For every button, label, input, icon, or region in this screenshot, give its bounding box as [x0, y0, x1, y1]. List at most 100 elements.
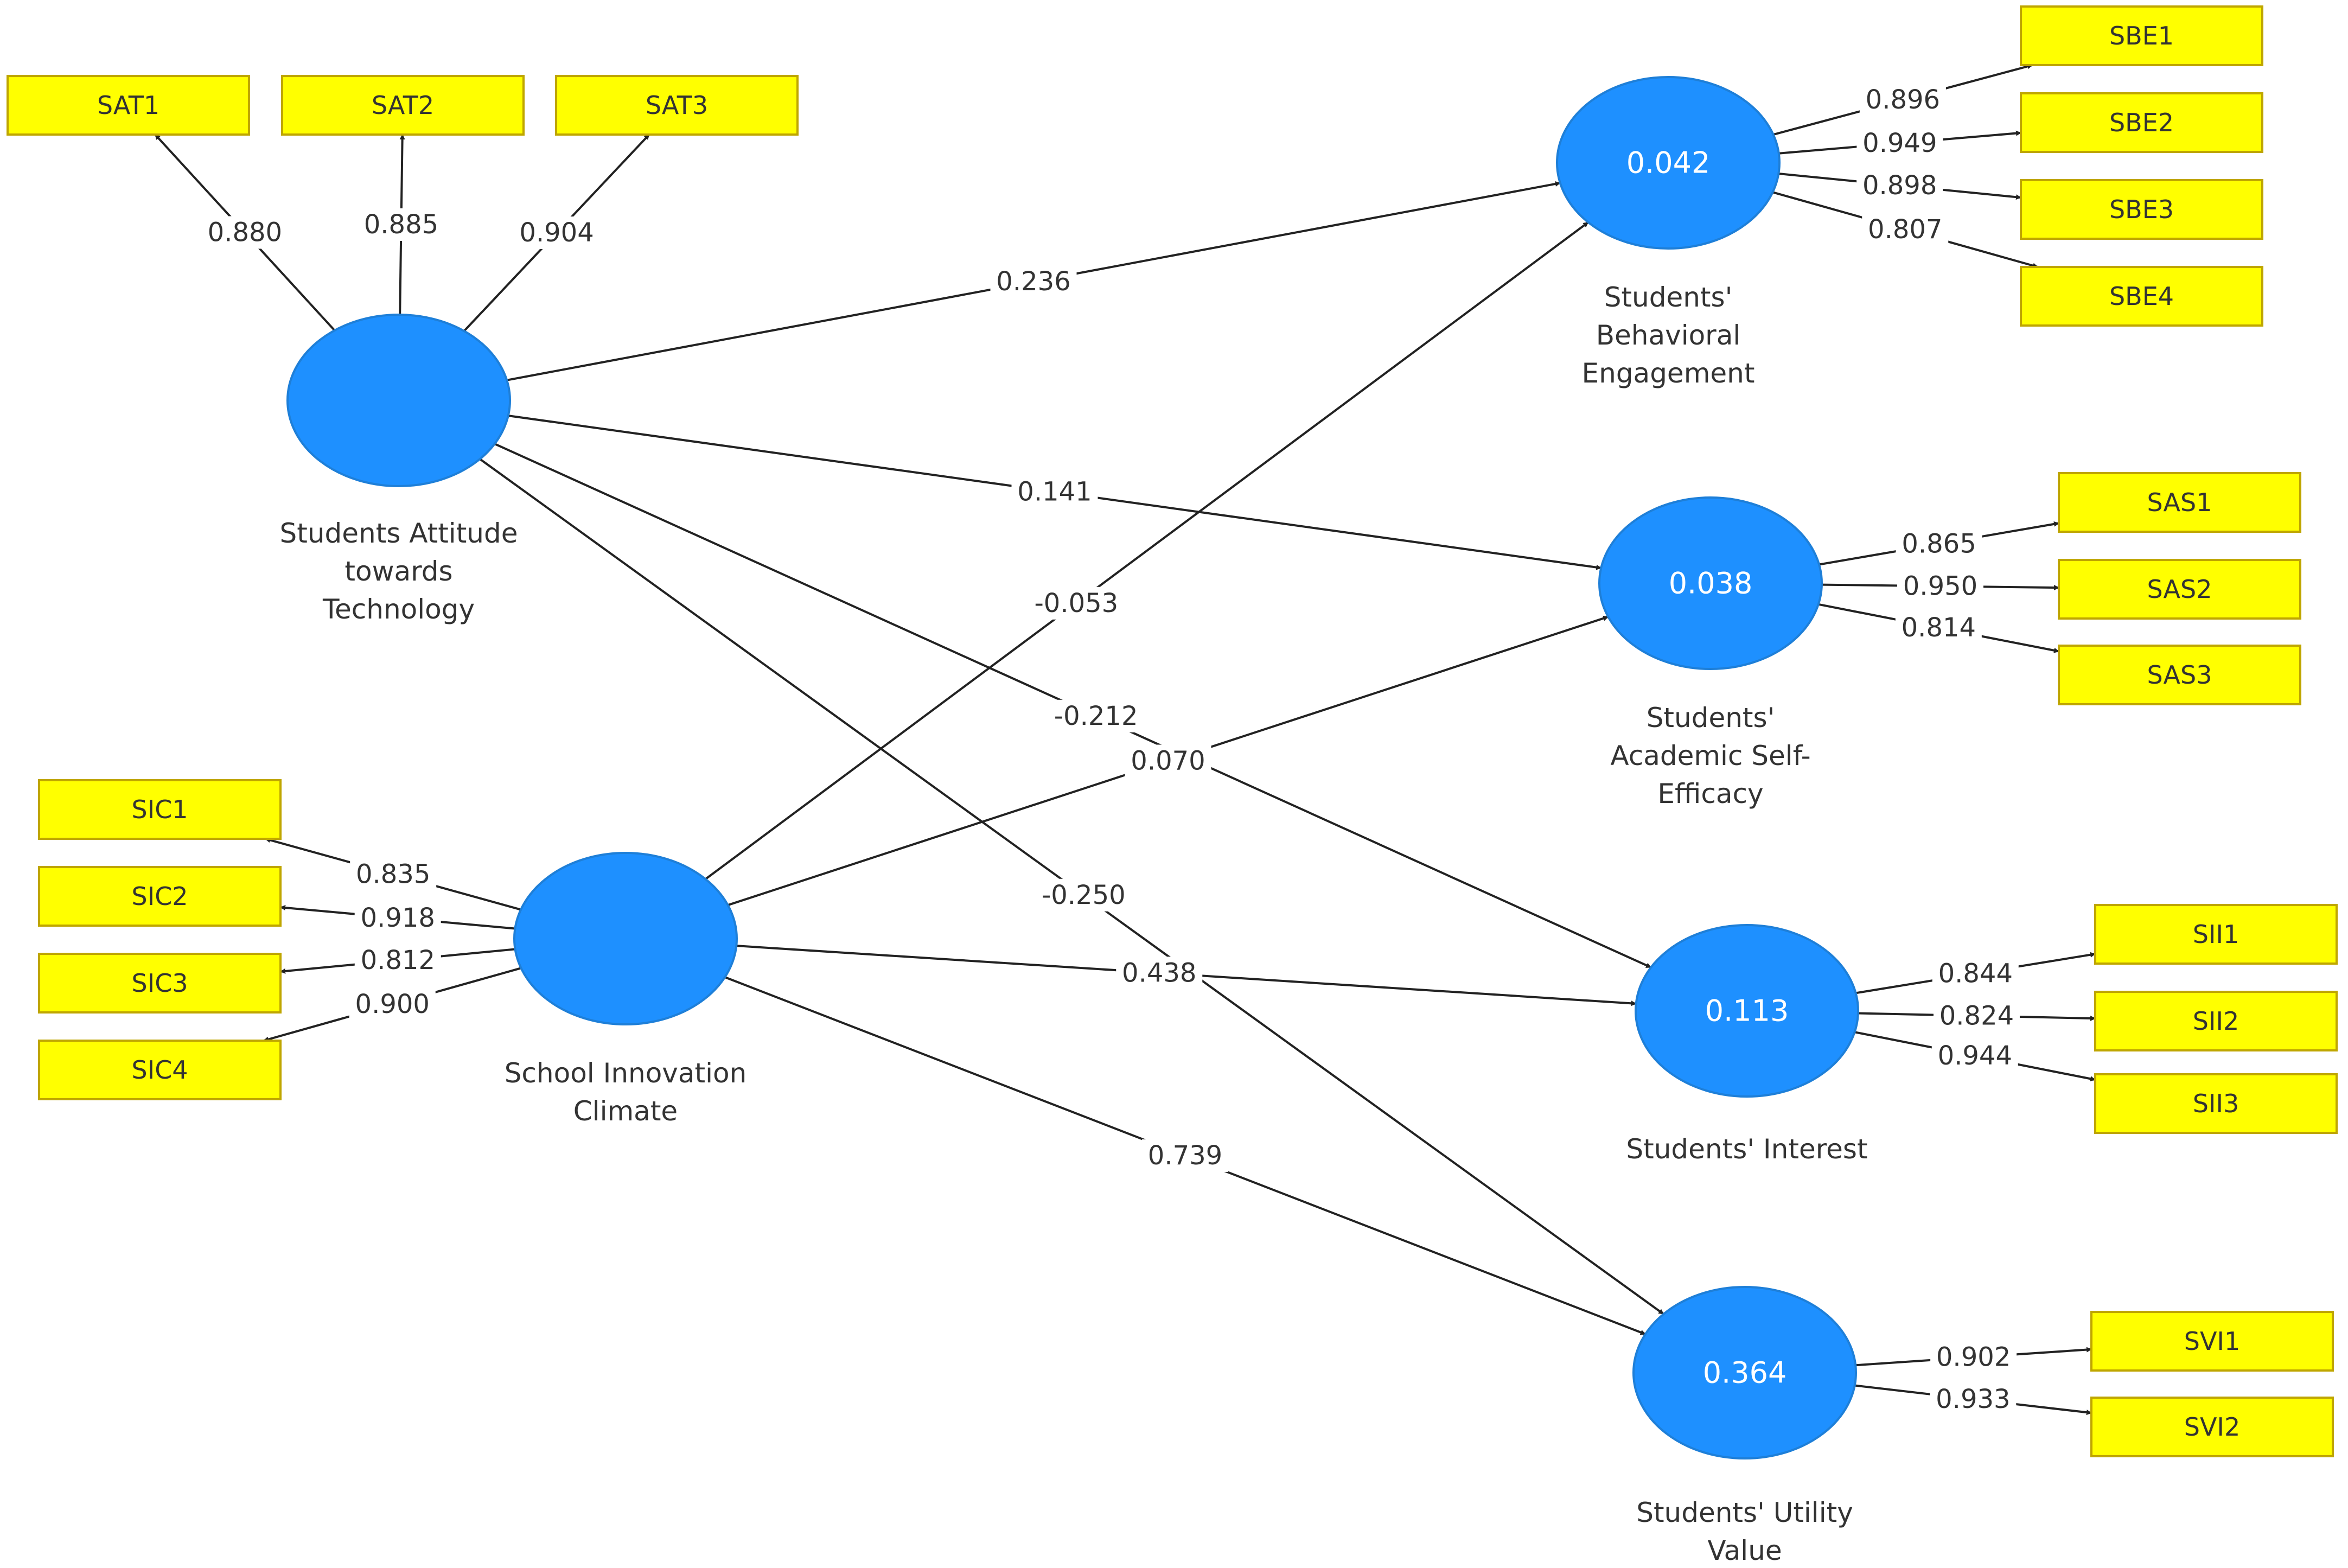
loading-sas2-label-group: 0.950 [1897, 570, 1983, 603]
loading-sbe1-label-background [1859, 84, 1946, 117]
loading-sbe4-label-group: 0.807 [1862, 213, 1949, 246]
indicator-sas3-box[interactable] [2058, 645, 2301, 705]
loading-sat1-label-group: 0.880 [201, 216, 288, 249]
indicator-sic3-label: SIC3 [131, 968, 188, 998]
loading-sat3-label-background [513, 216, 600, 250]
loading-svi2-label-background [1930, 1382, 2017, 1416]
latent-sat-name-line-2: towards [344, 556, 452, 587]
indicator-sbe2-label: SBE2 [2109, 108, 2174, 137]
indicator-sbe3-box[interactable] [2020, 179, 2263, 240]
indicator-sbe1-box[interactable] [2020, 5, 2263, 66]
latent-sat-name-line-1: Students Attitude [280, 518, 518, 549]
latent-svi-ellipse[interactable] [1632, 1286, 1857, 1459]
loading-sas3-label-background [1895, 611, 1982, 645]
indicator-sat2-box[interactable] [281, 75, 525, 136]
path-arrow-sic-sbe [705, 221, 1589, 880]
loading-sas1-label: 0.865 [1902, 528, 1976, 559]
indicator-sic4-label: SIC4 [131, 1055, 188, 1085]
indicator-sic4-box[interactable] [38, 1040, 282, 1100]
latent-sic-name-line-2: Climate [573, 1095, 678, 1127]
loading-sat2-label: 0.885 [364, 209, 438, 240]
path-sic-sas-label: 0.070 [1131, 746, 1205, 776]
loading-sat1-label-background [201, 216, 288, 249]
loading-svi2-label-group: 0.933 [1930, 1382, 2017, 1416]
loading-sat2-label-background [358, 208, 444, 241]
loading-sat2-label-group: 0.885 [358, 208, 444, 241]
latent-sat-ellipse[interactable] [286, 314, 511, 487]
loading-sbe3-label: 0.898 [1862, 170, 1937, 201]
indicator-sic1-label: SIC1 [131, 795, 188, 824]
indicator-sas2-box[interactable] [2058, 559, 2301, 620]
indicator-sat1-box[interactable] [7, 75, 250, 136]
indicator-sbe2-box[interactable] [2020, 92, 2263, 153]
indicator-sic2-label: SIC2 [131, 882, 188, 911]
latent-sas-name-line-2: Academic Self- [1610, 740, 1810, 772]
loading-sic3-label-background [354, 944, 441, 977]
path-sat-sii-label-background [1045, 699, 1147, 732]
path-sat-sbe-label-group: 0.236 [990, 265, 1077, 298]
loading-sic2-label: 0.918 [360, 903, 435, 933]
path-sic-sbe-label-background [1025, 587, 1127, 620]
loading-svi1-label-background [1930, 1341, 2017, 1374]
indicator-sas1-box[interactable] [2058, 472, 2301, 533]
loading-sic2-label-background [354, 901, 441, 934]
path-sat-sas-label: 0.141 [1017, 477, 1092, 507]
loading-sic1-label-background [350, 858, 437, 891]
loading-svi2-label: 0.933 [1936, 1384, 2010, 1414]
indicator-svi2-box[interactable] [2090, 1397, 2334, 1457]
indicator-sii2-box[interactable] [2094, 991, 2338, 1051]
loading-sii2-label: 0.824 [1939, 1000, 2014, 1031]
indicator-sas1-label: SAS1 [2147, 488, 2212, 517]
loading-sbe2-label: 0.949 [1862, 128, 1937, 158]
loading-sii3-label-background [1931, 1040, 2018, 1073]
path-sic-sas-label-background [1125, 744, 1211, 777]
loading-sbe4-label-background [1862, 213, 1949, 246]
latent-svi-r-squared: 0.364 [1703, 1356, 1787, 1390]
loading-sas2-label-background [1897, 570, 1983, 603]
indicator-sat1-label: SAT1 [97, 91, 159, 120]
latent-svi-name-line-2: Value [1707, 1535, 1782, 1566]
path-sic-svi-label: 0.739 [1148, 1140, 1222, 1171]
latent-sas-ellipse[interactable] [1598, 496, 1823, 670]
latent-sat-name-line-3: Technology [322, 594, 475, 625]
latent-sii-ellipse[interactable] [1635, 924, 1859, 1098]
indicator-sic3-box[interactable] [38, 953, 282, 1014]
latent-sic-ellipse[interactable] [513, 852, 738, 1025]
path-sat-svi-label: -0.250 [1042, 880, 1126, 910]
indicator-sii1-box[interactable] [2094, 904, 2338, 965]
loading-sii1-label-group: 0.844 [1932, 957, 2019, 990]
indicator-sii3-box[interactable] [2094, 1073, 2338, 1134]
path-sat-sii-label-group: -0.212 [1045, 699, 1147, 732]
latent-sbe-ellipse[interactable] [1556, 76, 1781, 250]
indicator-sii3-label: SII3 [2193, 1089, 2239, 1118]
indicator-svi1-box[interactable] [2090, 1311, 2334, 1372]
indicator-sbe4-box[interactable] [2020, 266, 2263, 327]
indicator-sic2-box[interactable] [38, 866, 282, 927]
loading-sii1-label-background [1932, 957, 2019, 990]
path-sic-svi-label-background [1142, 1139, 1228, 1172]
indicator-sas2-label: SAS2 [2147, 575, 2212, 604]
loading-sic2-label-group: 0.918 [354, 901, 441, 934]
latent-sbe-name-line-1: Students' [1604, 282, 1733, 313]
indicator-sbe1-label: SBE1 [2109, 21, 2174, 50]
indicator-sii2-label: SII2 [2193, 1006, 2239, 1036]
path-sic-sii-label: 0.438 [1122, 958, 1196, 988]
loading-sii1-label: 0.844 [1938, 958, 2013, 989]
path-sic-sii-label-background [1116, 957, 1203, 990]
loading-sas3-label: 0.814 [1902, 613, 1976, 643]
indicator-sat2-label: SAT2 [372, 91, 434, 120]
path-sat-sas-label-group: 0.141 [1011, 475, 1098, 508]
loading-sas1-label-group: 0.865 [1896, 527, 1982, 560]
latent-sii-r-squared: 0.113 [1705, 994, 1789, 1028]
edges-layer [154, 63, 2096, 1416]
loading-sii3-label-group: 0.944 [1931, 1040, 2018, 1073]
path-sic-sbe-label-group: -0.053 [1025, 587, 1127, 620]
latent-sbe-name-line-2: Behavioral [1596, 320, 1741, 351]
indicator-sat3-box[interactable] [555, 75, 799, 136]
loading-svi1-label: 0.902 [1936, 1342, 2011, 1373]
loading-sic3-label: 0.812 [361, 945, 435, 976]
loading-sic4-label: 0.900 [355, 989, 430, 1019]
indicator-sic1-box[interactable] [38, 779, 282, 840]
